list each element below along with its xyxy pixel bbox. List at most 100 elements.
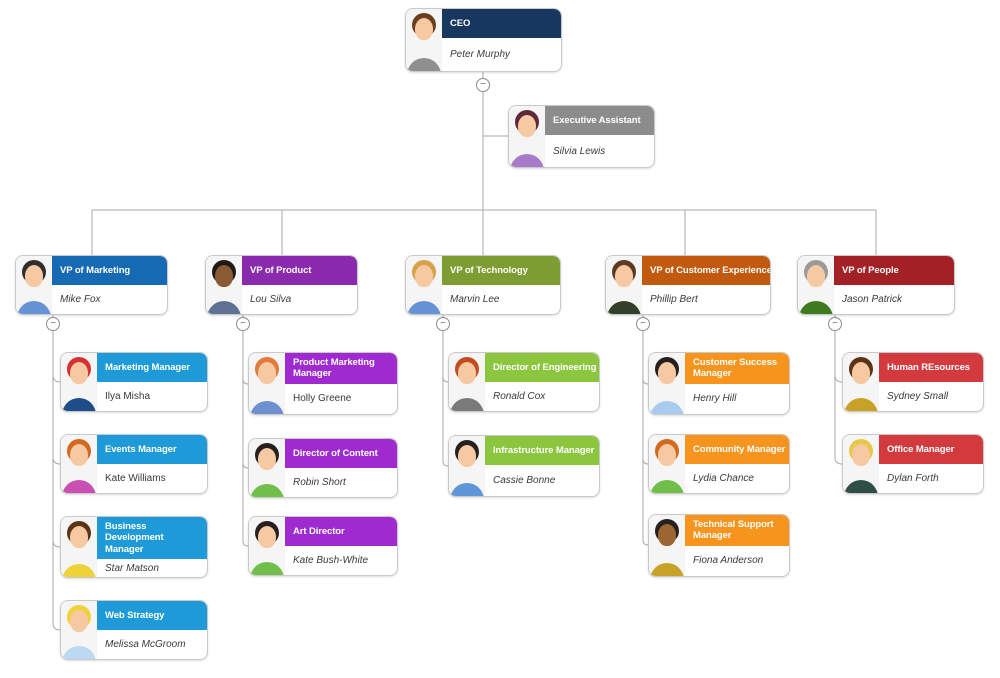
avatar-face bbox=[415, 265, 433, 287]
org-node-business-development-manager[interactable]: Business Development Manager Star Matson bbox=[60, 516, 208, 578]
org-node-customer-success-manager[interactable]: Customer Success Manager Henry Hill bbox=[648, 352, 790, 415]
org-node-vp-customer-experience[interactable]: VP of Customer Experience Phillip Bert bbox=[605, 255, 771, 315]
collapse-button-vp-marketing[interactable]: − bbox=[46, 317, 60, 331]
avatar-face bbox=[615, 265, 633, 287]
role-title: Customer Success Manager bbox=[685, 353, 789, 384]
avatar-face bbox=[70, 362, 88, 384]
org-node-vp-people[interactable]: VP of People Jason Patrick bbox=[797, 255, 955, 315]
person-name: Jason Patrick bbox=[842, 294, 903, 305]
org-node-vp-marketing[interactable]: VP of Marketing Mike Fox bbox=[15, 255, 168, 315]
avatar bbox=[843, 353, 879, 411]
role-title: Marketing Manager bbox=[97, 353, 207, 382]
role-title: Events Manager bbox=[97, 435, 207, 464]
avatar-shirt bbox=[450, 398, 484, 411]
avatar-face bbox=[658, 362, 676, 384]
org-node-director-of-engineering[interactable]: Director of Engineering Ronald Cox bbox=[448, 352, 600, 412]
org-node-ceo[interactable]: CEO Peter Murphy bbox=[405, 8, 562, 72]
avatar-shirt bbox=[407, 58, 441, 71]
role-title: VP of People bbox=[834, 256, 954, 285]
avatar bbox=[606, 256, 642, 314]
org-node-technical-support-manager[interactable]: Technical Support Manager Fiona Anderson bbox=[648, 514, 790, 577]
role-title: VP of Product bbox=[242, 256, 357, 285]
person-name: Mike Fox bbox=[60, 294, 101, 305]
avatar bbox=[61, 517, 97, 577]
avatar-shirt bbox=[844, 398, 878, 411]
role-title: Director of Content bbox=[285, 439, 397, 468]
avatar-face bbox=[458, 362, 476, 384]
collapse-button-vp-product[interactable]: − bbox=[236, 317, 250, 331]
role-title: Web Strategy bbox=[97, 601, 207, 630]
avatar bbox=[249, 353, 285, 414]
org-node-office-manager[interactable]: Office Manager Dylan Forth bbox=[842, 434, 984, 494]
person-name: Marvin Lee bbox=[450, 294, 500, 305]
avatar bbox=[206, 256, 242, 314]
person-name: Fiona Anderson bbox=[693, 555, 764, 567]
avatar-shirt bbox=[62, 564, 96, 577]
person-name: Henry Hill bbox=[693, 393, 737, 405]
avatar bbox=[509, 106, 545, 167]
avatar bbox=[449, 436, 485, 496]
org-node-vp-product[interactable]: VP of Product Lou Silva bbox=[205, 255, 358, 315]
avatar-face bbox=[258, 526, 276, 548]
person-name: Lydia Chance bbox=[693, 473, 754, 484]
person-name: Holly Greene bbox=[293, 393, 352, 405]
person-name: Robin Short bbox=[293, 477, 346, 488]
avatar bbox=[649, 515, 685, 576]
avatar-shirt bbox=[650, 401, 684, 414]
person-name: Phillip Bert bbox=[650, 294, 698, 305]
org-node-art-director[interactable]: Art Director Kate Bush-White bbox=[248, 516, 398, 576]
role-title: Product Marketing Manager bbox=[285, 353, 397, 384]
avatar-face bbox=[25, 265, 43, 287]
role-title: Executive Assistant bbox=[545, 106, 654, 135]
avatar bbox=[61, 601, 97, 659]
avatar-face bbox=[518, 115, 536, 137]
avatar-shirt bbox=[510, 154, 544, 167]
avatar-shirt bbox=[17, 301, 51, 314]
org-node-community-manager[interactable]: Community Manager Lydia Chance bbox=[648, 434, 790, 494]
role-title: VP of Customer Experience bbox=[642, 256, 770, 285]
avatar-face bbox=[258, 448, 276, 470]
avatar-shirt bbox=[207, 301, 241, 314]
avatar-shirt bbox=[250, 484, 284, 497]
avatar-shirt bbox=[450, 483, 484, 496]
org-node-product-marketing-manager[interactable]: Product Marketing Manager Holly Greene bbox=[248, 352, 398, 415]
org-node-director-of-content[interactable]: Director of Content Robin Short bbox=[248, 438, 398, 498]
person-name: Melissa McGroom bbox=[105, 639, 186, 650]
role-title: Art Director bbox=[285, 517, 397, 546]
avatar bbox=[649, 435, 685, 493]
org-node-events-manager[interactable]: Events Manager Kate Williams bbox=[60, 434, 208, 494]
collapse-button-ceo[interactable]: − bbox=[476, 78, 490, 92]
person-name: Ronald Cox bbox=[493, 391, 546, 402]
avatar bbox=[449, 353, 485, 411]
role-title: Infrastructure Manager bbox=[485, 436, 599, 465]
collapse-button-vp-people[interactable]: − bbox=[828, 317, 842, 331]
person-name: Ilya Misha bbox=[105, 391, 151, 402]
collapse-button-vp-technology[interactable]: − bbox=[436, 317, 450, 331]
org-node-human-resources[interactable]: Human REsources Sydney Small bbox=[842, 352, 984, 412]
avatar-face bbox=[70, 444, 88, 466]
avatar-shirt bbox=[607, 301, 641, 314]
role-title: Human REsources bbox=[879, 353, 983, 382]
avatar bbox=[249, 517, 285, 575]
org-node-executive-assistant[interactable]: Executive Assistant Silvia Lewis bbox=[508, 105, 655, 168]
org-node-infrastructure-manager[interactable]: Infrastructure Manager Cassie Bonne bbox=[448, 435, 600, 497]
avatar bbox=[649, 353, 685, 414]
collapse-button-vp-customer-experience[interactable]: − bbox=[636, 317, 650, 331]
person-name: Lou Silva bbox=[250, 294, 292, 305]
org-node-marketing-manager[interactable]: Marketing Manager Ilya Misha bbox=[60, 352, 208, 412]
avatar bbox=[406, 9, 442, 71]
org-node-vp-technology[interactable]: VP of Technology Marvin Lee bbox=[405, 255, 561, 315]
org-node-web-strategy[interactable]: Web Strategy Melissa McGroom bbox=[60, 600, 208, 660]
role-title: CEO bbox=[442, 9, 561, 38]
avatar-face bbox=[658, 524, 676, 546]
avatar-shirt bbox=[62, 398, 96, 411]
role-title: VP of Marketing bbox=[52, 256, 167, 285]
avatar-face bbox=[215, 265, 233, 287]
person-name: Star Matson bbox=[105, 562, 159, 574]
person-name: Cassie Bonne bbox=[493, 475, 556, 486]
person-name: Kate Bush-White bbox=[293, 555, 369, 566]
avatar-shirt bbox=[62, 480, 96, 493]
avatar-face bbox=[852, 362, 870, 384]
avatar-face bbox=[70, 526, 88, 548]
avatar bbox=[61, 435, 97, 493]
